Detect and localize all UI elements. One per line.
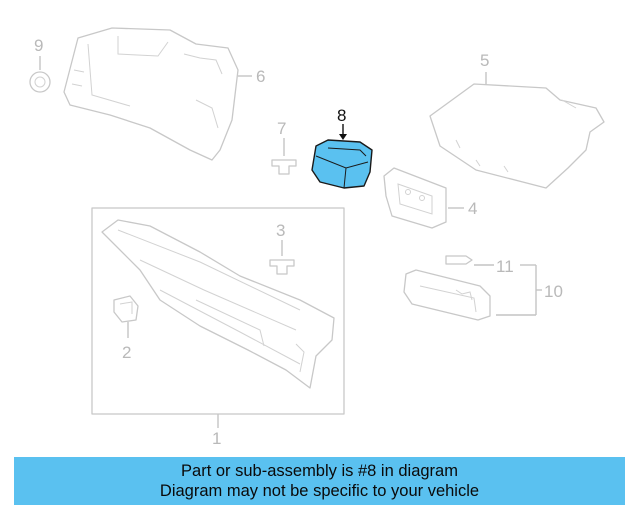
- part-6-quarter-trim: [63, 27, 252, 161]
- part-9-grommet: [29, 56, 51, 93]
- callout-3: 3: [276, 221, 285, 240]
- callout-2: 2: [122, 343, 131, 362]
- part-5-floor-mat: [429, 72, 605, 189]
- part-2-retainer: [113, 295, 139, 338]
- banner-line-1: Part or sub-assembly is #8 in diagram: [181, 462, 458, 480]
- part-7-clip: [271, 138, 297, 175]
- part-4-bracket: [383, 167, 464, 229]
- part-1-rear-trim: [91, 207, 345, 428]
- part-8-storage-box: [311, 124, 373, 189]
- callout-1: 1: [212, 429, 221, 448]
- callout-11: 11: [496, 257, 514, 276]
- callout-8: 8: [337, 106, 346, 125]
- callout-10: 10: [544, 282, 563, 301]
- callout-7: 7: [277, 119, 286, 138]
- part-3-clip: [269, 240, 295, 275]
- info-banner: Part or sub-assembly is #8 in diagram Di…: [14, 457, 625, 505]
- part-10-lamp: [403, 264, 542, 321]
- callout-4: 4: [468, 199, 477, 218]
- callout-9: 9: [34, 36, 43, 55]
- banner-line-2: Diagram may not be specific to your vehi…: [159, 482, 480, 500]
- callout-5: 5: [480, 51, 489, 70]
- callout-6: 6: [256, 67, 265, 86]
- part-11-bulb: [445, 255, 494, 266]
